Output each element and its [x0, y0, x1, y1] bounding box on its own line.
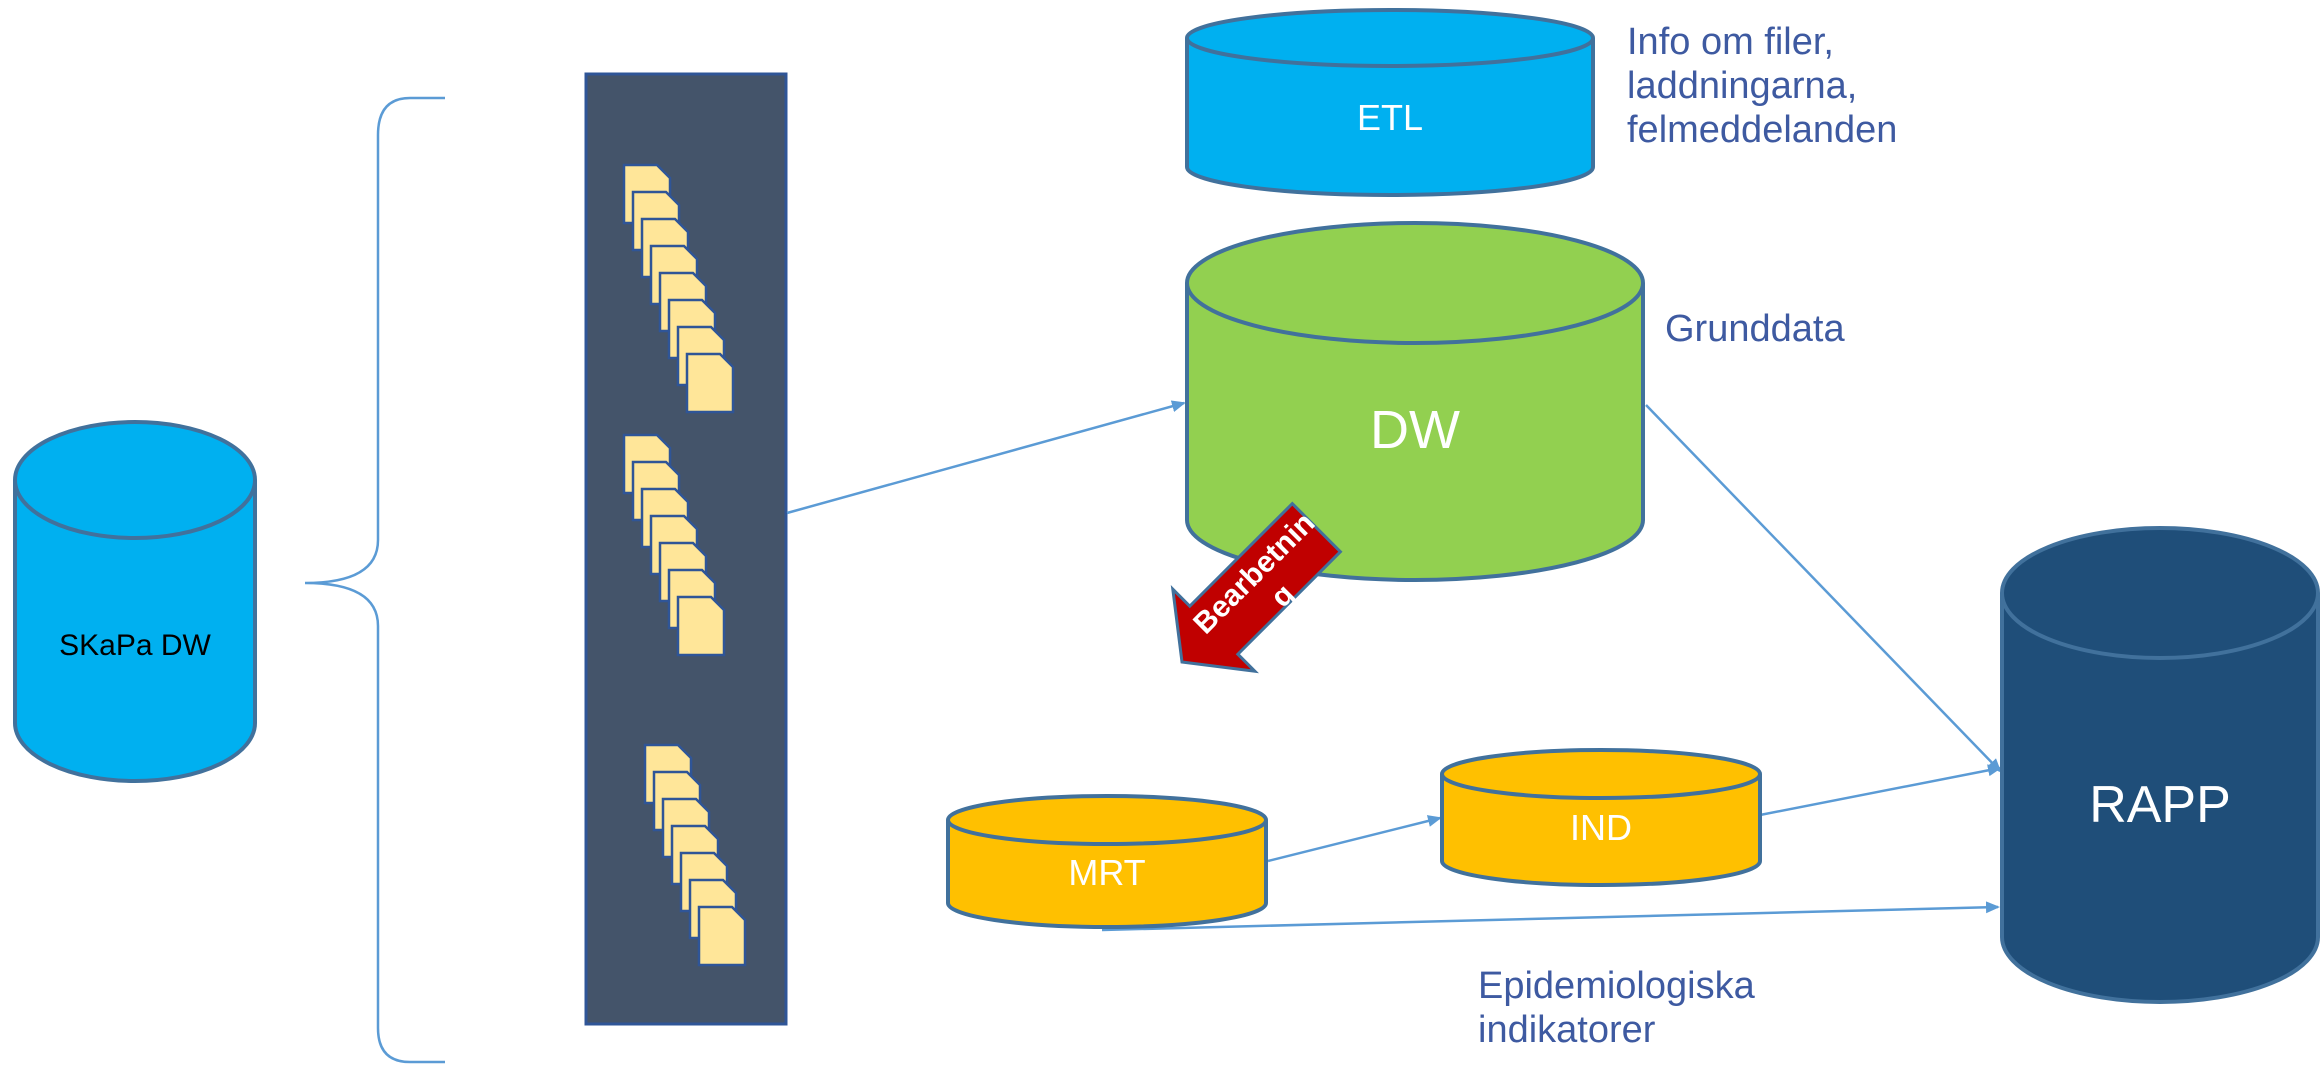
- connector-mrt-to-rapp: [1101, 901, 2000, 932]
- mrt-cylinder: MRT: [946, 794, 1268, 929]
- epidemiology-line-1: Epidemiologiska: [1478, 965, 1755, 1007]
- etl-info-line-1: Info om filer,: [1627, 21, 1834, 63]
- ind-label: IND: [1570, 807, 1632, 848]
- rapp-cylinder: RAPP: [2000, 526, 2320, 1004]
- grunddata-note: Grunddata: [1665, 308, 1845, 350]
- connector-mrt-to-ind: [1267, 815, 1442, 863]
- mrt-label: MRT: [1068, 852, 1145, 893]
- file-icon: [697, 905, 747, 967]
- connector-ind-to-rapp: [1759, 764, 2002, 817]
- etl-label: ETL: [1357, 97, 1423, 138]
- skapa-dw-label: SKaPa DW: [59, 629, 211, 662]
- rapp-label: RAPP: [2089, 776, 2231, 834]
- ind-cylinder: IND: [1440, 748, 1762, 887]
- epidemiology-line-2: indikatorer: [1478, 1009, 1656, 1051]
- connector-files-to-dw: [786, 400, 1186, 515]
- file-stack-3: [643, 743, 747, 967]
- dw-label: DW: [1370, 400, 1460, 460]
- file-icon: [685, 352, 735, 414]
- grouping-brace: [304, 96, 445, 1064]
- dw-cylinder: DW: [1185, 221, 1645, 582]
- epidemiology-note: Epidemiologiska indikatorer: [1478, 964, 1755, 1052]
- etl-info-line-2: laddningarna,: [1627, 65, 1858, 107]
- file-icon: [676, 595, 726, 657]
- etl-info-line-3: felmeddelanden: [1627, 109, 1898, 151]
- etl-cylinder: ETL: [1185, 8, 1595, 197]
- skapa-dw-cylinder: SKaPa DW: [13, 420, 257, 783]
- connector-dw-to-rapp: [1645, 404, 2002, 773]
- etl-info-note: Info om filer, laddningarna, felmeddelan…: [1627, 20, 1897, 152]
- file-stack-1: [622, 163, 735, 414]
- file-stack-2: [622, 433, 726, 657]
